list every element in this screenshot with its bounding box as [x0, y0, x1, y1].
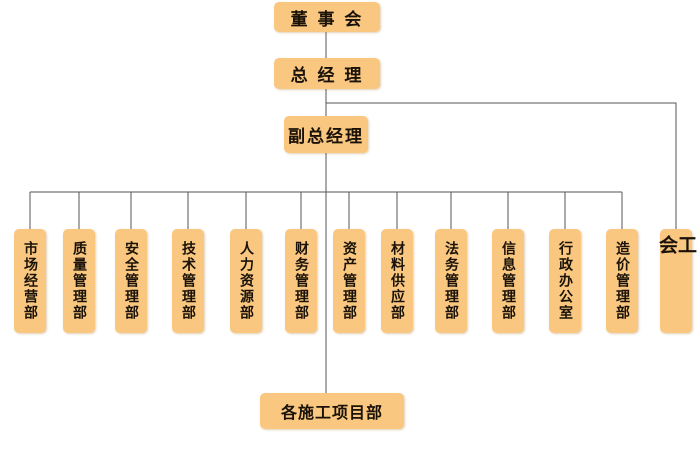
connector-union: [326, 102, 677, 229]
department-box: 造价管理部: [606, 229, 638, 333]
department-box: 资产管理部: [333, 229, 365, 333]
department-box: 材料供应部: [381, 229, 413, 333]
deputy-general-manager-box: 副总经理: [284, 116, 368, 153]
department-box: 安全管理部: [115, 229, 147, 333]
department-box: 行政办公室: [549, 229, 581, 333]
construction-projects-box: 各施工项目部: [260, 393, 404, 429]
department-box: 技术管理部: [172, 229, 204, 333]
board-box: 董 事 会: [274, 2, 380, 32]
department-box: 信息管理部: [492, 229, 524, 333]
department-box: 人力资源部: [230, 229, 262, 333]
department-box: 市场经营部: [14, 229, 46, 333]
department-box: 法务管理部: [435, 229, 467, 333]
department-box: 质量管理部: [63, 229, 95, 333]
department-box: 财务管理部: [285, 229, 317, 333]
general-manager-box: 总 经 理: [274, 58, 380, 89]
union-box: 工会: [656, 229, 697, 333]
